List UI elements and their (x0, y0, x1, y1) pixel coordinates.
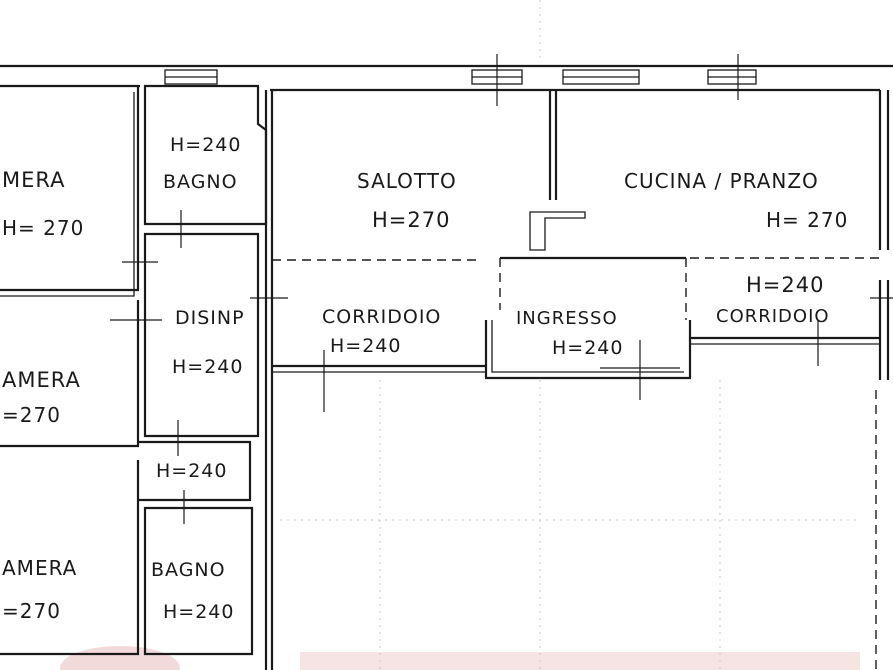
bagno-2-height: H=240 (163, 601, 234, 623)
camera-1-height: H= 270 (2, 216, 84, 240)
ripostiglio-height: H=240 (156, 460, 227, 482)
windows-top (164, 69, 757, 85)
disimpegno-name: DISINP (175, 307, 245, 329)
corridoio-left-name: CORRIDOIO (322, 306, 441, 328)
bagno-2-name: BAGNO (151, 559, 226, 581)
ingresso-height: H=240 (552, 337, 623, 359)
ingresso-name: INGRESSO (516, 308, 618, 329)
camera-3-height: =270 (2, 599, 61, 623)
salotto-height: H=270 (372, 208, 450, 232)
corridoio-right-name: CORRIDOIO (716, 306, 830, 327)
room-labels: MERA H= 270 H=240 BAGNO SALOTTO H=270 CU… (2, 134, 848, 623)
cucina-name: CUCINA / PRANZO (624, 169, 819, 193)
central-rooms (272, 90, 880, 670)
left-rooms (0, 84, 274, 670)
disimpegno-height: H=240 (172, 356, 243, 378)
corridoio-left-height: H=240 (330, 335, 401, 357)
watermark (60, 646, 860, 670)
cucina-height: H= 270 (766, 208, 848, 232)
camera-1-name: MERA (2, 168, 66, 192)
guide-lines (280, 0, 860, 670)
exterior-walls (0, 64, 893, 380)
tick-marks (110, 54, 893, 524)
salotto-name: SALOTTO (357, 169, 457, 193)
camera-2-height: =270 (2, 403, 61, 427)
camera-2-name: AMERA (2, 368, 81, 392)
camera-3-name: AMERA (2, 556, 77, 580)
bagno-1-height: H=240 (170, 134, 241, 156)
bagno-1-name: BAGNO (163, 171, 238, 193)
corridoio-right-height: H=240 (746, 273, 824, 297)
